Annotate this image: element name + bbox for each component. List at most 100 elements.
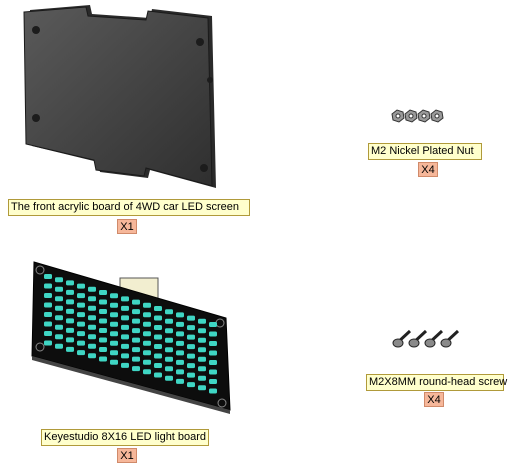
led-dot <box>110 350 118 356</box>
led-dot <box>66 346 74 352</box>
led-dot <box>121 305 129 311</box>
led-dot <box>209 322 217 327</box>
led-dot <box>99 347 107 352</box>
led-dot <box>187 344 195 350</box>
led-dot <box>66 299 74 305</box>
led-dot <box>110 293 118 299</box>
led-dot <box>143 359 151 365</box>
screw-quantity: X4 <box>424 392 444 407</box>
screw-image <box>392 329 460 348</box>
led-dot <box>176 369 184 375</box>
led-dot <box>187 372 195 378</box>
led-dot <box>99 328 107 333</box>
led-dot <box>110 312 118 318</box>
led-dot <box>187 315 195 321</box>
led-dot <box>154 315 162 321</box>
led-dot <box>143 340 151 346</box>
led-dot <box>176 350 184 356</box>
led-dot <box>99 309 107 314</box>
led-dot <box>187 353 195 359</box>
led-dot <box>88 324 96 330</box>
led-dot <box>121 362 129 368</box>
led-dot <box>165 309 173 315</box>
led-dot <box>143 321 151 327</box>
led-dot <box>44 321 52 327</box>
led-dot <box>154 334 162 340</box>
led-dot <box>110 302 118 308</box>
led-dot <box>77 283 85 289</box>
led-dot <box>44 293 52 298</box>
led-dot <box>198 385 206 391</box>
led-dot <box>198 337 206 343</box>
led-dot <box>77 340 85 346</box>
led-dot <box>55 334 63 340</box>
led-dot <box>154 344 162 349</box>
led-dot <box>88 286 96 292</box>
led-dot <box>66 289 74 295</box>
led-dot <box>154 325 162 330</box>
led-dot <box>55 305 63 311</box>
led-dot <box>176 359 184 365</box>
led-dot <box>44 331 52 336</box>
led-dot <box>55 315 63 321</box>
led-dot <box>99 318 107 324</box>
led-dot <box>110 321 118 327</box>
led-dot <box>187 363 195 369</box>
led-dot <box>176 340 184 346</box>
led-dot <box>88 353 96 359</box>
led-board-quantity: X1 <box>117 448 137 463</box>
led-dot <box>44 340 52 346</box>
led-dot <box>209 350 217 356</box>
led-dot <box>99 290 107 295</box>
led-dot <box>121 343 129 349</box>
led-dot <box>88 305 96 311</box>
led-dot <box>121 296 129 302</box>
led-dot <box>44 312 52 317</box>
led-dot <box>77 302 85 308</box>
led-dot <box>88 334 96 340</box>
led-dot <box>165 375 173 381</box>
led-dot <box>176 321 184 327</box>
acrylic-board-quantity: X1 <box>117 219 137 234</box>
led-dot <box>132 347 140 353</box>
led-dot <box>110 359 118 365</box>
led-dot <box>44 302 52 308</box>
led-dot <box>198 347 206 353</box>
led-dot <box>176 312 184 318</box>
led-dot <box>88 343 96 349</box>
led-dot <box>88 315 96 321</box>
led-dot <box>198 328 206 334</box>
led-dot <box>66 327 74 333</box>
led-dot <box>55 277 63 283</box>
led-dot <box>66 318 74 324</box>
led-dot <box>121 334 129 340</box>
led-dot <box>132 366 140 372</box>
led-dot <box>198 318 206 324</box>
nut-quantity: X4 <box>418 162 438 177</box>
led-dot <box>132 299 140 305</box>
led-dot <box>209 341 217 346</box>
led-dot <box>165 356 173 362</box>
led-dot <box>143 331 151 337</box>
led-dot <box>187 334 195 340</box>
led-dot <box>154 353 162 359</box>
led-dot <box>132 318 140 324</box>
led-dot <box>55 286 63 292</box>
led-dot <box>209 360 217 365</box>
led-dot <box>99 299 107 305</box>
led-dot <box>132 356 140 362</box>
led-dot <box>176 331 184 337</box>
led-dot <box>143 312 151 318</box>
led-dot <box>198 366 206 372</box>
led-dot <box>55 343 63 349</box>
led-dot <box>154 372 162 378</box>
led-dot <box>77 321 85 327</box>
led-dot <box>55 296 63 302</box>
led-dot <box>143 369 151 375</box>
led-dot <box>66 308 74 314</box>
led-dot <box>121 324 129 330</box>
led-dot <box>44 283 52 289</box>
led-dot <box>198 356 206 362</box>
led-dot <box>121 353 129 359</box>
